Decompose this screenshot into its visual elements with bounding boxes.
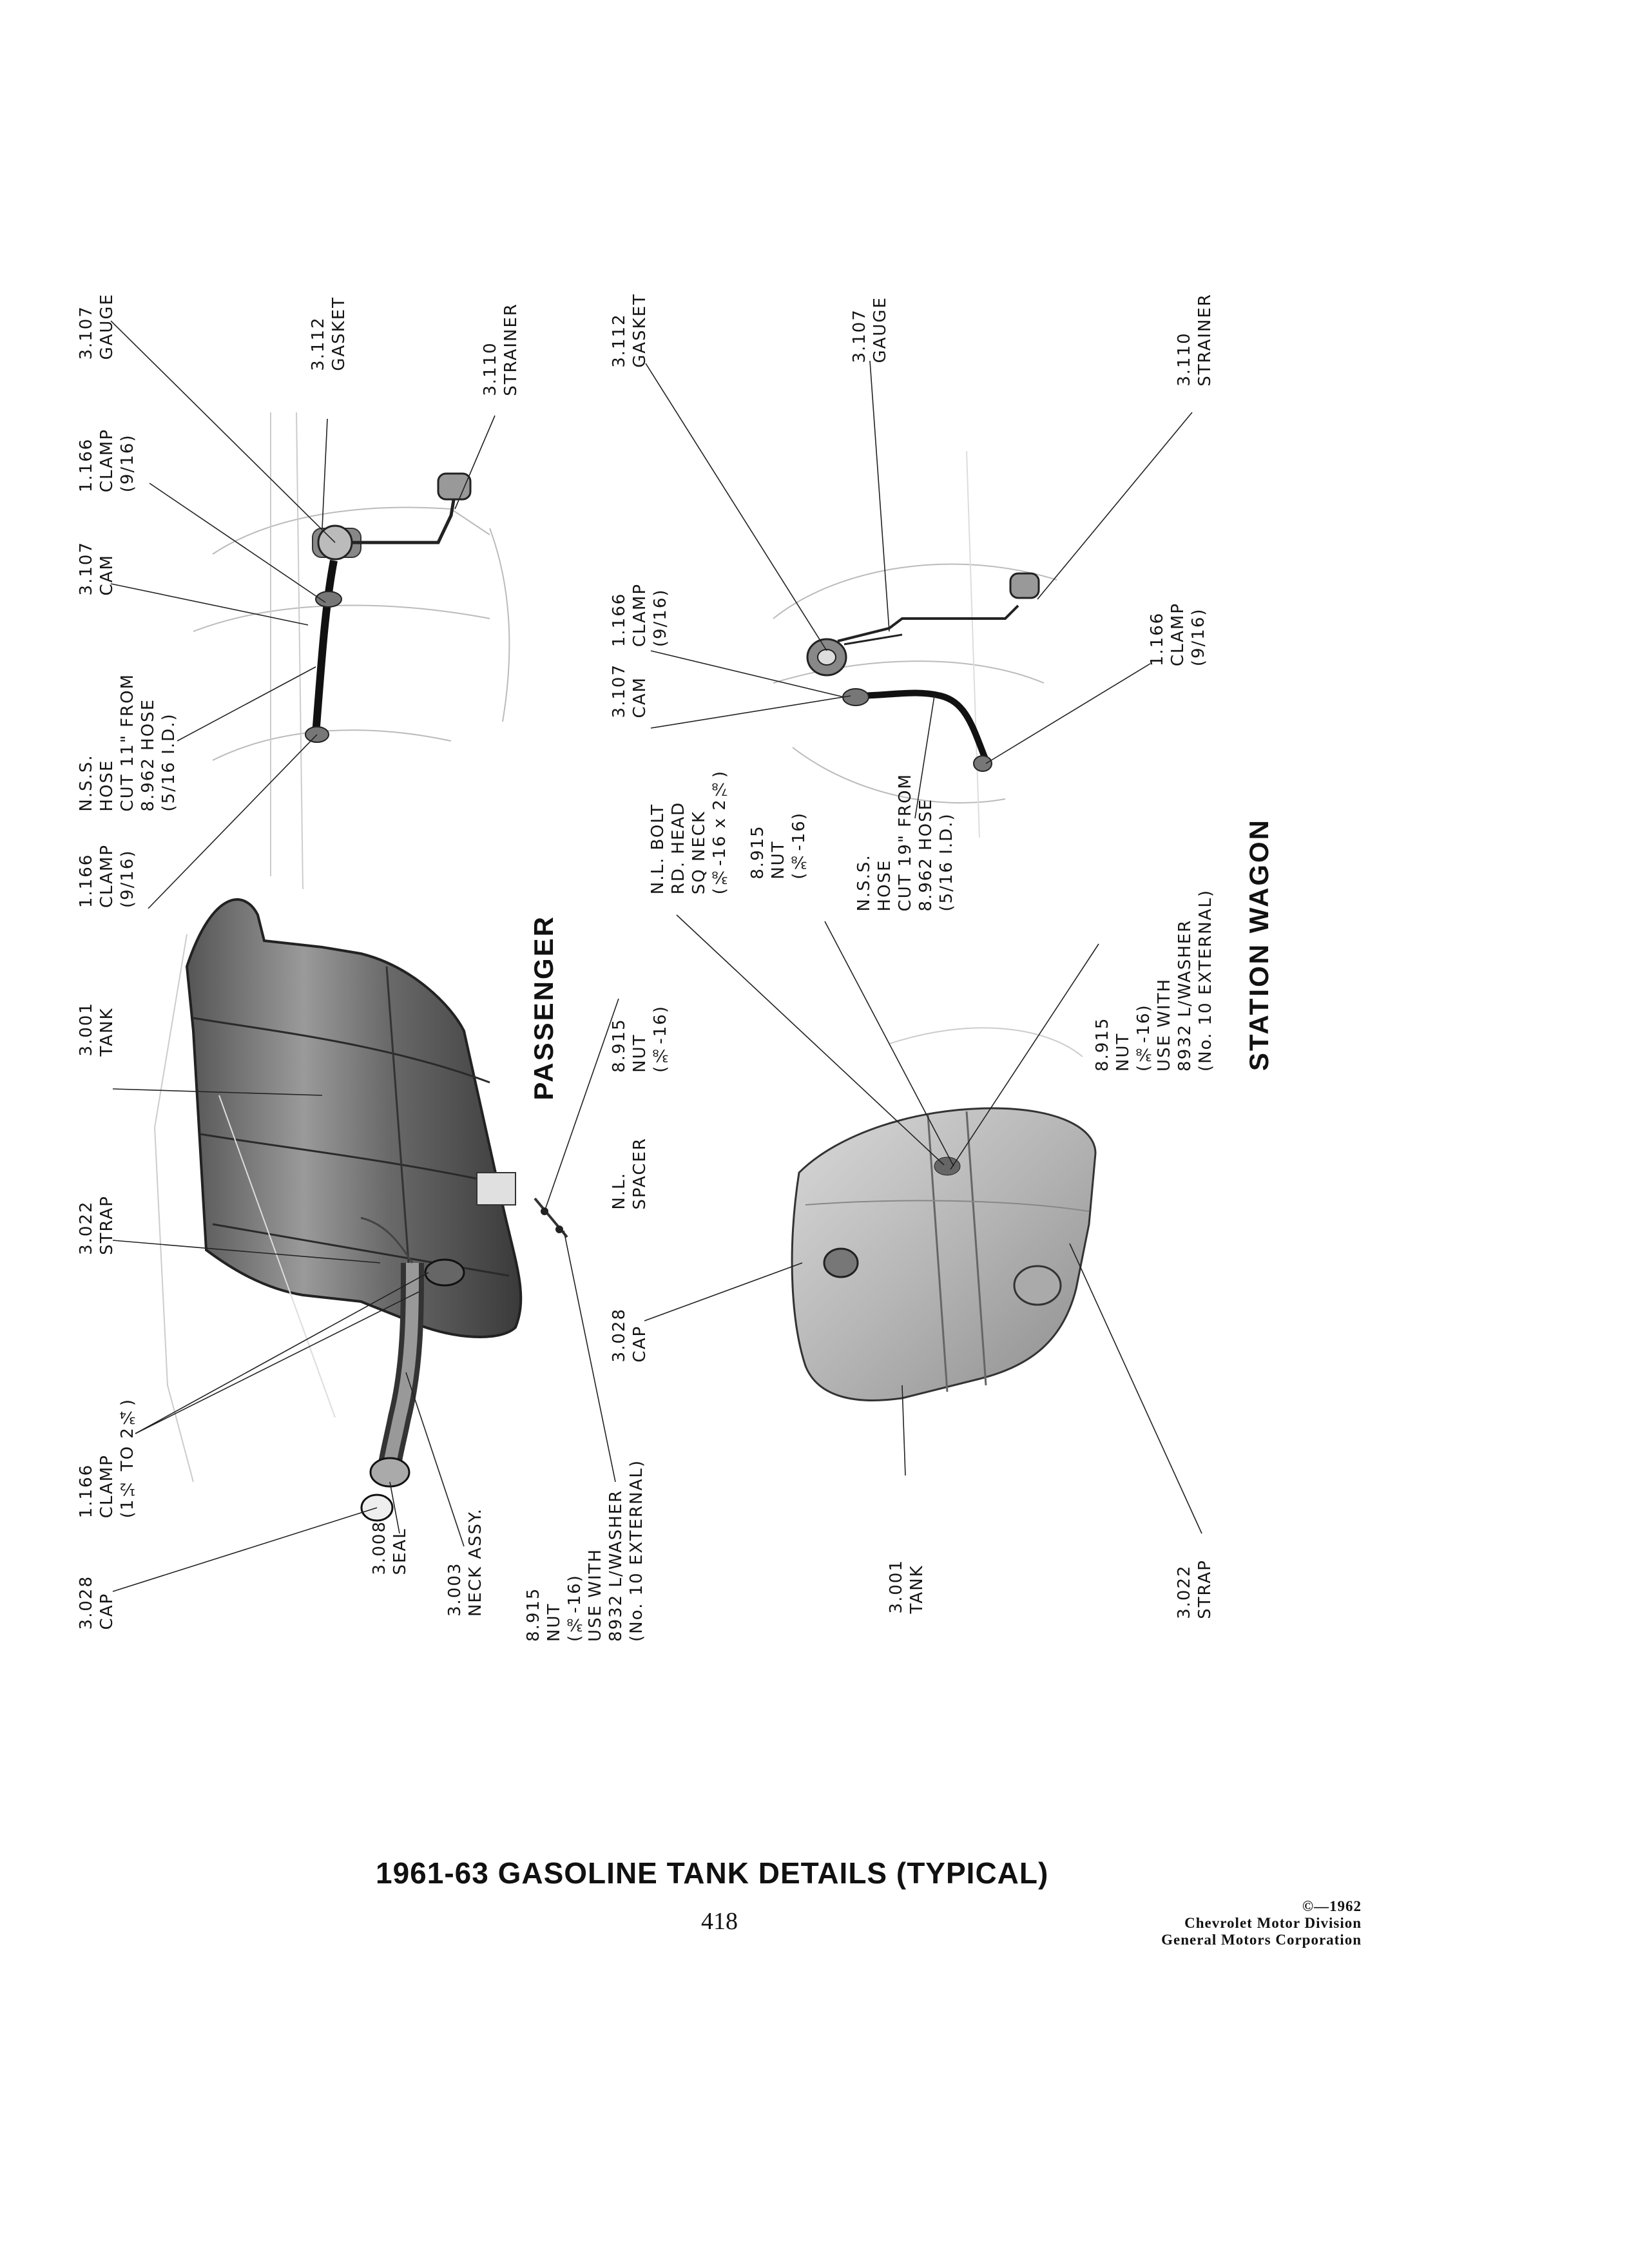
label-3001-tank-wagon: 3.001 TANK: [887, 1559, 927, 1614]
copyright-credit: ©—1962 Chevrolet Motor Division General …: [1161, 1898, 1362, 1948]
credit-line-corporation: General Motors Corporation: [1161, 1932, 1362, 1948]
label-1166-clamp-large: 1.166 CLAMP (1½ TO 2¾): [77, 1398, 137, 1519]
label-8915-nut-washer-passenger: 8.915 NUT (⅜-16) USE WITH 8932 L/WASHER …: [524, 1459, 646, 1642]
label-1166-clamp-wagon-upper: 1.166 CLAMP (9/16): [610, 583, 670, 648]
label-3110-strainer: 3.110 STRAINER: [481, 303, 521, 396]
label-nss-hose: N.S.S. HOSE CUT 11" FROM 8.962 HOSE (5/1…: [77, 673, 178, 812]
label-3107-gauge: 3.107 GAUGE: [77, 293, 117, 360]
label-3028-cap: 3.028 CAP: [77, 1575, 117, 1630]
label-3022-strap-wagon: 3.022 STRAP: [1175, 1559, 1215, 1619]
credit-line-copyright: ©—1962: [1302, 1898, 1362, 1914]
label-3112-gasket-wagon: 3.112 GASKET: [610, 293, 650, 368]
label-nl-spacer: N.L. SPACER: [610, 1137, 650, 1210]
label-3003-neck: 3.003 NECK ASSY.: [445, 1508, 485, 1617]
view-title-passenger: PASSENGER: [528, 915, 559, 1100]
label-8915-nut-washer-wagon: 8.915 NUT (⅜-16) USE WITH 8932 L/WASHER …: [1093, 889, 1215, 1072]
passenger-sender-assembly: [193, 412, 510, 890]
label-3107-gauge-wagon: 3.107 GAUGE: [850, 296, 890, 363]
label-8915-nut-wagon: 8.915 NUT (⅜-16): [748, 812, 809, 879]
passenger-tank: [153, 898, 568, 1522]
leader-lines: [110, 320, 1202, 1592]
label-3107-cam: 3.107 CAM: [77, 541, 117, 596]
label-3001-tank: 3.001 TANK: [77, 1002, 117, 1057]
label-8915-nut-passenger: 8.915 NUT (⅜-16): [610, 1005, 670, 1073]
label-nss-hose-wagon: N.S.S. HOSE CUT 19" FROM 8.962 HOSE (5/1…: [854, 773, 956, 912]
label-3028-cap-lower: 3.028 CAP: [610, 1308, 650, 1363]
label-1166-clamp-wagon-lower: 1.166 CLAMP (9/16): [1148, 602, 1208, 667]
label-3110-strainer-wagon: 3.110 STRAINER: [1175, 293, 1215, 387]
figure-caption: 1961-63 GASOLINE TANK DETAILS (TYPICAL): [376, 1856, 1049, 1890]
label-1166-clamp-upper: 1.166 CLAMP (9/16): [77, 428, 137, 493]
label-1166-clamp-lower: 1.166 CLAMP (9/16): [77, 844, 137, 908]
credit-line-division: Chevrolet Motor Division: [1184, 1915, 1362, 1931]
label-3022-strap: 3.022 STRAP: [77, 1195, 117, 1255]
wagon-tank: [791, 1027, 1097, 1401]
page-number: 418: [701, 1908, 738, 1935]
label-3008-seal: 3.008 SEAL: [370, 1521, 410, 1575]
label-3112-gasket: 3.112 GASKET: [309, 296, 349, 371]
label-nl-bolt: N.L. BOLT RD. HEAD SQ NECK (⅜-16 x 2⅞): [648, 770, 729, 895]
wagon-sender-assembly: [773, 450, 1057, 838]
label-3107-cam-wagon: 3.107 CAM: [610, 664, 650, 718]
view-title-station-wagon: STATION WAGON: [1244, 818, 1274, 1072]
